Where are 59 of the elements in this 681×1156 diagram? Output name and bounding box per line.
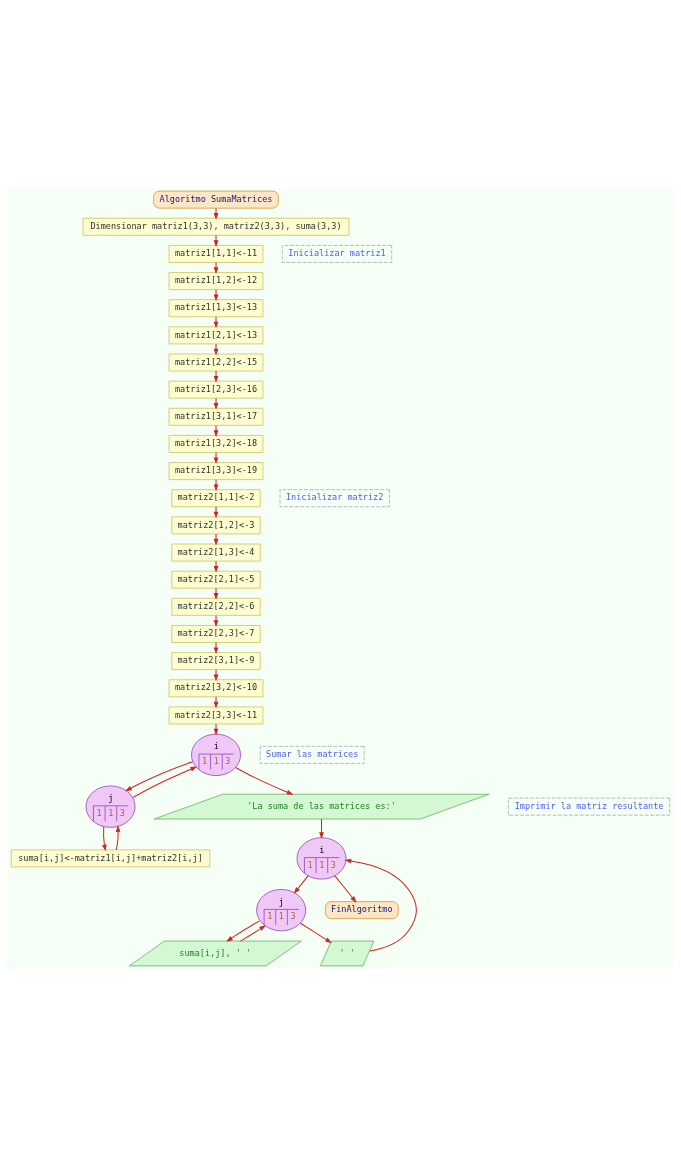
node-box: matriz1[2,2]<-15	[168, 353, 264, 371]
arrow	[213, 478, 219, 491]
node-box: matriz1[3,2]<-18	[168, 434, 264, 453]
arrow	[213, 668, 219, 681]
arrow	[344, 858, 417, 952]
node-ellipse: i 1 1 3	[296, 836, 347, 879]
node-box: Dimensionar matriz1(3,3), matriz2(3,3), suma(3,3)	[82, 217, 350, 236]
arrow	[102, 825, 107, 851]
node-box: matriz2[1,1]<-2	[171, 488, 261, 507]
node-box: Imprimir la matriz resultante	[508, 797, 671, 816]
node-box: suma[i,j]<-matriz1[i,j]+matriz2[i,j]	[10, 848, 211, 867]
arrow	[319, 818, 324, 839]
node-box: matriz2[2,3]<-7	[171, 624, 261, 643]
arrow	[132, 766, 198, 798]
node-box: matriz2[3,1]<-9	[171, 651, 261, 670]
node-box: Inicializar matriz1	[281, 244, 393, 263]
node-box: matriz1[1,2]<-12	[168, 271, 264, 290]
arrow	[213, 288, 219, 301]
node-box: matriz1[1,3]<-13	[168, 298, 264, 317]
node-box: matriz2[2,2]<-6	[171, 597, 261, 616]
arrow	[115, 824, 121, 850]
arrow	[213, 315, 219, 328]
arrow	[213, 397, 219, 410]
arrow	[213, 560, 219, 573]
node-box: matriz2[1,3]<-4	[171, 543, 261, 561]
node-box: matriz2[3,3]<-11	[168, 706, 264, 724]
arrow	[300, 922, 332, 943]
node-box: matriz1[3,1]<-17	[168, 407, 264, 426]
arrow	[213, 695, 219, 708]
arrow	[213, 587, 219, 600]
node-box: matriz2[2,1]<-5	[171, 570, 261, 589]
arrow	[213, 451, 219, 464]
arrow	[235, 766, 294, 795]
arrow	[213, 532, 219, 546]
arrow	[213, 234, 219, 247]
node-box: Sumar las matrices	[259, 745, 365, 764]
arrow	[240, 924, 266, 942]
node-box: matriz1[2,1]<-13	[168, 325, 264, 344]
arrow	[213, 424, 219, 437]
arrow	[213, 641, 219, 654]
arrow	[213, 723, 219, 735]
node-box: matriz1[1,1]<-11	[168, 244, 264, 263]
arrow	[334, 874, 357, 903]
arrow	[213, 342, 219, 355]
node-box: matriz1[2,3]<-16	[168, 380, 264, 399]
arrow	[213, 505, 219, 518]
node-box: FinAlgoritmo	[325, 900, 399, 919]
arrow	[213, 614, 219, 627]
node-box: matriz2[3,2]<-10	[168, 678, 264, 697]
arrow	[226, 919, 260, 942]
arrow	[213, 207, 219, 220]
node-box: matriz2[1,2]<-3	[171, 515, 261, 534]
node-box: matriz1[3,3]<-19	[168, 461, 264, 480]
arrow	[213, 370, 219, 383]
node-box: Algoritmo SumaMatrices	[153, 190, 279, 209]
node-box: Inicializar matriz2	[279, 488, 390, 507]
arrow	[213, 261, 219, 274]
arrow	[293, 874, 309, 894]
arrow	[125, 760, 194, 791]
